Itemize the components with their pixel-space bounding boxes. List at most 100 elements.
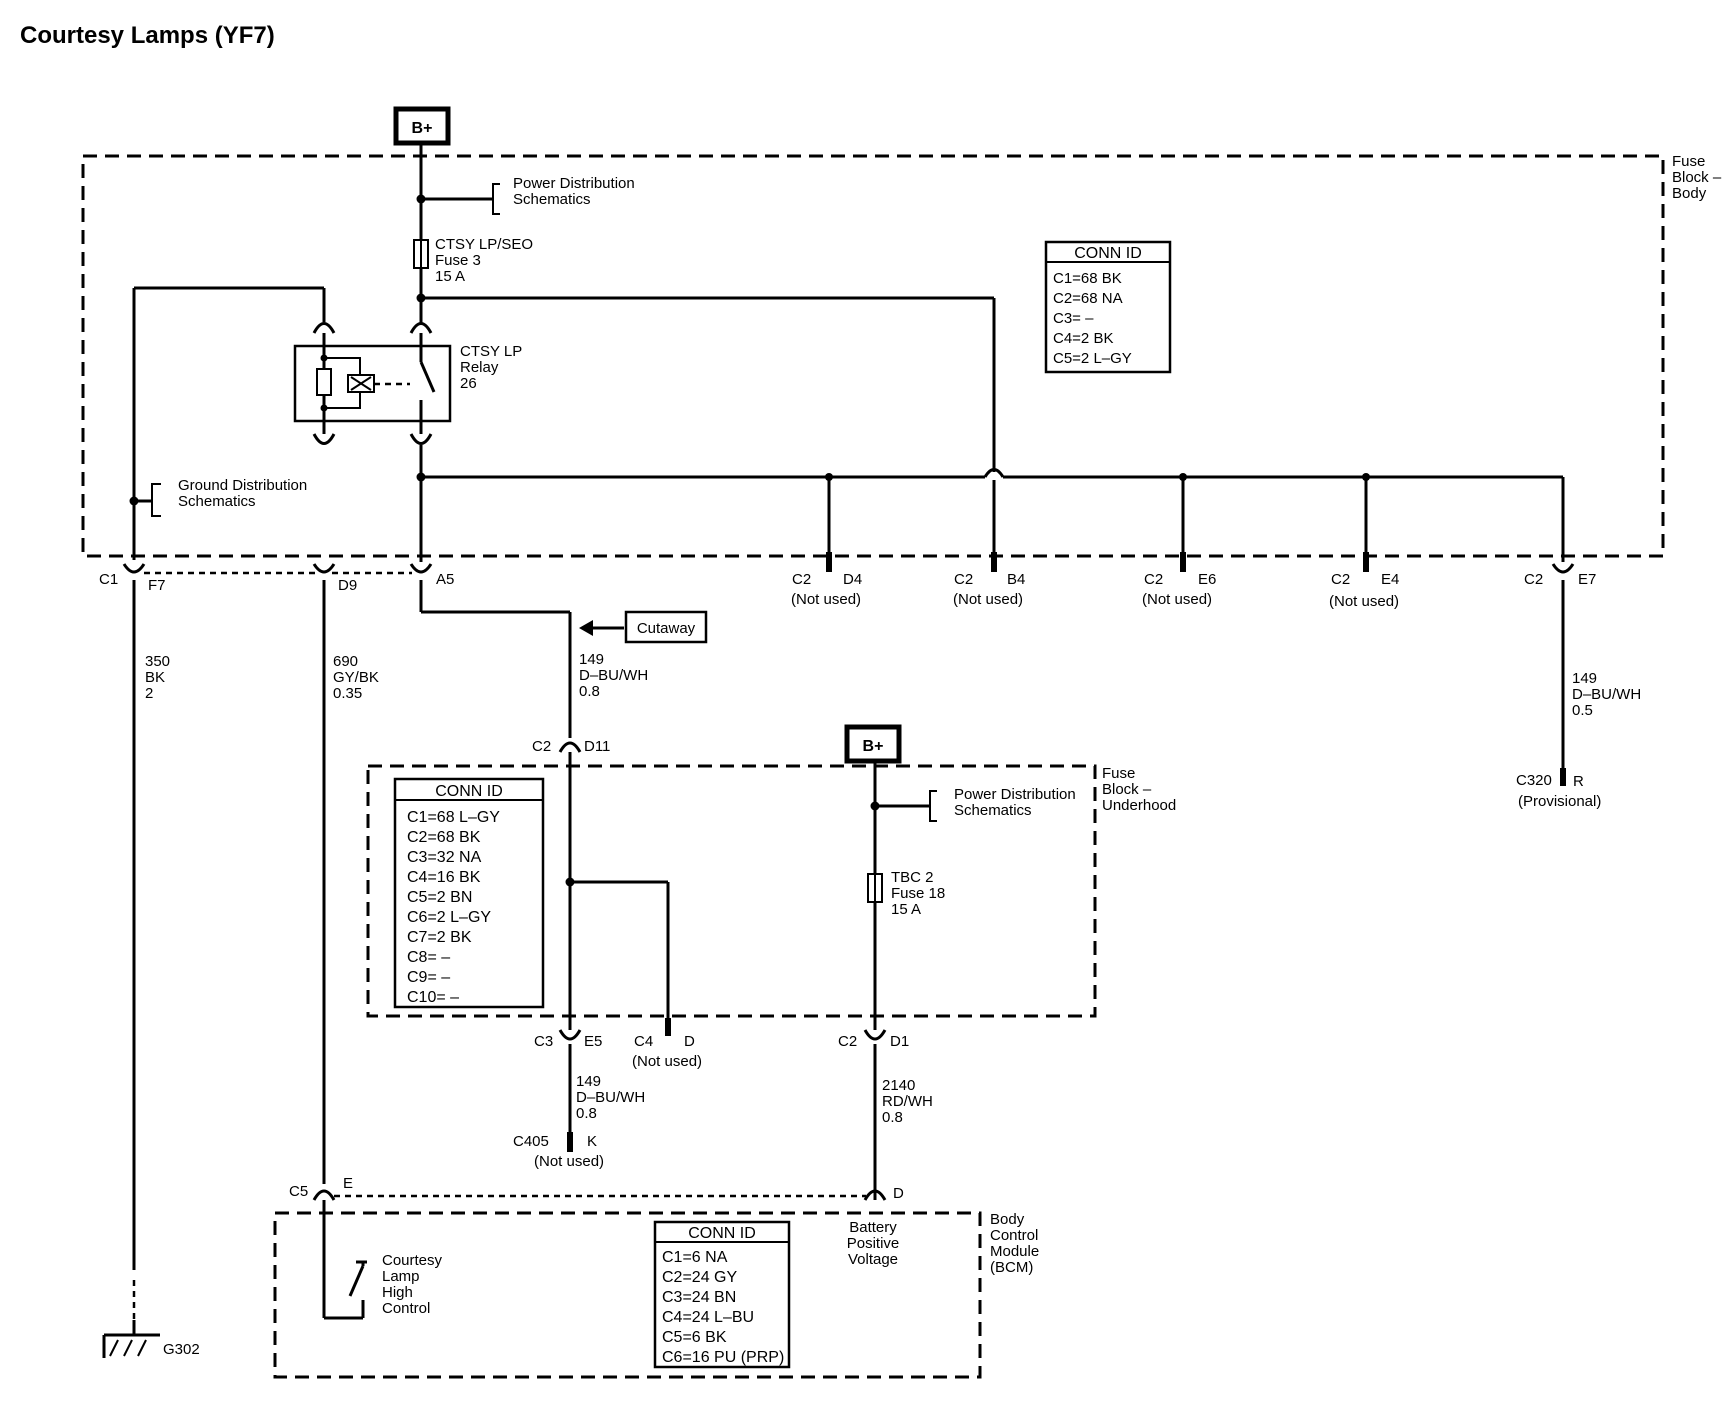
svg-text:E7: E7: [1578, 571, 1596, 588]
svg-text:Fuse: Fuse: [1102, 765, 1135, 782]
svg-text:C4=16 BK: C4=16 BK: [407, 869, 481, 886]
connector-c2-e7: C2 E7: [1524, 571, 1596, 588]
connector-c5-e: C5 E: [289, 1175, 353, 1200]
battery-positive-top: B+: [393, 106, 451, 146]
fuse-block-underhood-outline: [366, 764, 1097, 1018]
svg-text:CTSY LP: CTSY LP: [460, 343, 522, 360]
battery-positive-voltage-input: Battery Positive Voltage: [847, 1219, 900, 1268]
connector-c2-d4: C2 D4 (Not used): [791, 571, 862, 608]
svg-text:2: 2: [145, 685, 153, 702]
bcm-label: Body Control Module (BCM): [990, 1211, 1039, 1276]
svg-text:Fuse 18: Fuse 18: [891, 885, 945, 902]
svg-text:D1: D1: [890, 1033, 909, 1050]
svg-text:(Not used): (Not used): [534, 1153, 604, 1170]
svg-text:C3=32 NA: C3=32 NA: [407, 849, 482, 866]
svg-text:0.35: 0.35: [333, 685, 362, 702]
svg-text:D9: D9: [338, 577, 357, 594]
svg-text:690: 690: [333, 653, 358, 670]
ground-distribution-ref: Ground Distribution Schematics: [151, 477, 307, 517]
svg-text:E: E: [343, 1175, 353, 1192]
svg-text:15 A: 15 A: [435, 268, 465, 285]
svg-text:Courtesy: Courtesy: [382, 1252, 443, 1269]
bcm-outline: [273, 1211, 982, 1379]
power-distribution-ref-2: Power Distribution Schematics: [929, 786, 1076, 822]
svg-text:C4=2 BK: C4=2 BK: [1053, 330, 1113, 347]
svg-text:(Not used): (Not used): [1142, 591, 1212, 608]
svg-text:D: D: [684, 1033, 695, 1050]
svg-text:C3: C3: [534, 1033, 553, 1050]
svg-text:CONN ID: CONN ID: [1074, 245, 1142, 262]
svg-text:C2: C2: [1524, 571, 1543, 588]
svg-text:(Not used): (Not used): [632, 1053, 702, 1070]
svg-text:C2: C2: [954, 571, 973, 588]
svg-text:149: 149: [579, 651, 604, 668]
svg-text:D4: D4: [843, 571, 862, 588]
connector-c3-e5: C3 E5: [534, 1033, 602, 1050]
connector-c320: C320 R (Provisional): [1516, 772, 1601, 810]
connector-c4-d: C4 D (Not used): [632, 1033, 702, 1070]
svg-text:C5: C5: [289, 1183, 308, 1200]
svg-text:C1=68 L–GY: C1=68 L–GY: [407, 809, 500, 826]
svg-text:C2: C2: [792, 571, 811, 588]
svg-text:Underhood: Underhood: [1102, 797, 1176, 814]
svg-text:350: 350: [145, 653, 170, 670]
svg-text:(BCM): (BCM): [990, 1259, 1033, 1276]
svg-text:B4: B4: [1007, 571, 1025, 588]
svg-text:C2: C2: [838, 1033, 857, 1050]
svg-text:C8= –: C8= –: [407, 949, 450, 966]
svg-text:C9= –: C9= –: [407, 969, 450, 986]
courtesy-lamp-high-control: Courtesy Lamp High Control: [322, 1200, 443, 1320]
svg-text:C1: C1: [99, 571, 118, 588]
svg-text:C3= –: C3= –: [1053, 310, 1094, 327]
svg-text:149: 149: [576, 1073, 601, 1090]
svg-text:C2: C2: [532, 738, 551, 755]
svg-text:C405: C405: [513, 1133, 549, 1150]
svg-text:(Provisional): (Provisional): [1518, 793, 1601, 810]
conn-id-table-body: CONN ID C1=68 BK C2=68 NA C3= – C4=2 BK …: [1044, 240, 1172, 374]
svg-text:Power Distribution: Power Distribution: [954, 786, 1076, 803]
wire-149-c: 149 D–BU/WH 0.8: [576, 1073, 645, 1122]
fuse-block-underhood-label: Fuse Block – Underhood: [1102, 765, 1176, 814]
wire-149-b: 149 D–BU/WH 0.5: [1572, 670, 1641, 719]
battery-positive-mid: B+: [844, 724, 902, 764]
svg-text:Schematics: Schematics: [513, 191, 591, 208]
svg-text:F7: F7: [148, 577, 166, 594]
svg-text:Control: Control: [990, 1227, 1038, 1244]
conn-id-table-underhood: CONN ID C1=68 L–GY C2=68 BK C3=32 NA C4=…: [393, 777, 545, 1009]
svg-text:RD/WH: RD/WH: [882, 1093, 933, 1110]
svg-text:C4=24 L–BU: C4=24 L–BU: [662, 1309, 754, 1326]
bcm-connector-d: D: [893, 1185, 904, 1202]
wire-149-a: 149 D–BU/WH 0.8: [579, 651, 648, 700]
svg-text:Power Distribution: Power Distribution: [513, 175, 635, 192]
svg-text:C5=6 BK: C5=6 BK: [662, 1329, 727, 1346]
svg-text:B+: B+: [412, 120, 433, 137]
svg-text:(Not used): (Not used): [791, 591, 861, 608]
svg-text:C2=24 GY: C2=24 GY: [662, 1269, 737, 1286]
svg-text:C1=68 BK: C1=68 BK: [1053, 270, 1122, 287]
wire-2140: 2140 RD/WH 0.8: [882, 1077, 933, 1126]
svg-text:C2=68 NA: C2=68 NA: [1053, 290, 1123, 307]
svg-text:BK: BK: [145, 669, 165, 686]
svg-text:Block –: Block –: [1672, 169, 1722, 186]
svg-text:0.8: 0.8: [882, 1109, 903, 1126]
svg-text:0.8: 0.8: [576, 1105, 597, 1122]
svg-text:High: High: [382, 1284, 413, 1301]
power-distribution-ref-1: Power Distribution Schematics: [492, 175, 635, 215]
cutaway-marker[interactable]: Cutaway: [579, 610, 708, 644]
ground-g302: G302: [102, 1320, 200, 1358]
svg-text:Block –: Block –: [1102, 781, 1152, 798]
svg-text:15 A: 15 A: [891, 901, 921, 918]
svg-text:E5: E5: [584, 1033, 602, 1050]
svg-text:Body: Body: [1672, 185, 1707, 202]
svg-text:149: 149: [1572, 670, 1597, 687]
svg-text:D–BU/WH: D–BU/WH: [576, 1089, 645, 1106]
svg-text:CONN ID: CONN ID: [688, 1225, 756, 1242]
svg-text:Lamp: Lamp: [382, 1268, 420, 1285]
conn-id-table-bcm: CONN ID C1=6 NA C2=24 GY C3=24 BN C4=24 …: [653, 1220, 791, 1369]
svg-text:C4: C4: [634, 1033, 653, 1050]
fuse-tbc-2: TBC 2 Fuse 18 15 A: [867, 869, 945, 918]
svg-text:D–BU/WH: D–BU/WH: [579, 667, 648, 684]
ctsy-lp-relay: CTSY LP Relay 26: [293, 322, 522, 445]
svg-text:C2: C2: [1331, 571, 1350, 588]
